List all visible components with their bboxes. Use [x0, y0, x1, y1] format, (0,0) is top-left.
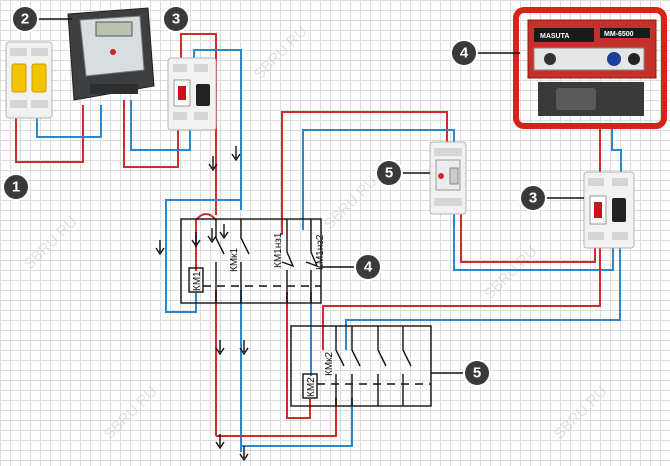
watermark-2: SBRU.RU — [321, 173, 381, 233]
wire-relay-nz1-phase — [281, 111, 448, 235]
km1-coil — [188, 267, 204, 293]
arrow-down-icon — [207, 228, 217, 244]
wire-breaker-meter-phase — [15, 105, 84, 163]
badge-3-right: 3 — [519, 184, 547, 212]
wire-relay-nz2-neutral — [302, 129, 455, 230]
wire-rcd-kmk2-phase — [322, 248, 601, 350]
circuit-breaker — [5, 41, 53, 119]
badge-4-mid-text: 4 — [364, 259, 373, 276]
km2-coil-label: КМ2 — [306, 377, 317, 397]
badge-5-bottom: 5 — [463, 359, 491, 387]
arrow-down-icon — [219, 224, 229, 240]
km1-frame — [180, 218, 322, 304]
wire-rcd-kmk2-neutral — [345, 248, 621, 350]
arrow-down-icon — [155, 240, 165, 256]
badge-5-top-text: 5 — [385, 165, 393, 182]
watermark-3: SBRU.RU — [481, 243, 541, 303]
badges: 1 2 3 4 5 3 4 5 — [2, 5, 547, 387]
leader-lines — [36, 18, 584, 374]
arrow-down-icon — [239, 446, 249, 462]
km2-contact-line-4 — [402, 326, 412, 406]
km2-coil — [302, 373, 318, 399]
rcd-left — [167, 57, 217, 131]
arrow-down-icon — [215, 340, 225, 356]
voltage-relay — [429, 141, 467, 215]
contactor-km2: КМ2 КМк2 — [290, 325, 432, 407]
wire-rcd-neutral-out — [193, 49, 242, 210]
badge-2-text: 2 — [21, 11, 29, 28]
badge-4-top-text: 4 — [460, 45, 469, 62]
km1-contact-line-1 — [215, 219, 225, 303]
arrow-down-icon — [191, 232, 201, 248]
badge-3-right-text: 3 — [529, 190, 537, 207]
current-arrows — [155, 146, 249, 462]
wire-km1-coil-neutral — [165, 199, 241, 313]
wire-rcd-relay-phase — [460, 214, 596, 263]
generator-brand: MASUTA — [540, 33, 569, 40]
badge-5-top: 5 — [375, 159, 403, 187]
wire-gen-rcd-neutral — [611, 128, 622, 172]
watermark-4: SBRU.RU — [101, 383, 161, 443]
km1-coil-label: КМ1 — [192, 271, 203, 291]
wire-meter-rcd-neutral — [130, 100, 191, 151]
km2-contact-kmk2-label: КМк2 — [324, 351, 335, 376]
arrow-down-icon — [215, 434, 225, 450]
km2-contact-line-1 — [335, 326, 345, 406]
generator: MASUTA MM-6500 — [513, 7, 667, 129]
arrow-down-icon — [239, 340, 249, 356]
badge-1-text: 1 — [12, 179, 20, 196]
km2-contact-line-3 — [377, 326, 387, 406]
km1-contact-line-2 — [240, 219, 250, 303]
arrow-down-icon — [208, 156, 218, 172]
wire-meter-rcd-phase — [123, 100, 179, 168]
badge-3-left: 3 — [162, 5, 190, 33]
wire-kmk2-phase-load — [216, 398, 337, 437]
km1-contact-line-3 — [281, 219, 295, 303]
wire-rcd-relay-neutral — [453, 214, 614, 271]
wire-breaker-meter-neutral — [36, 105, 102, 138]
generator-model: MM-6500 — [604, 31, 634, 38]
km1-contact-kmk1-label: КМк1 — [229, 247, 240, 272]
badge-1: 1 — [2, 173, 30, 201]
wire-nz1-km2-coil — [286, 292, 311, 419]
arrow-down-icon — [231, 146, 241, 162]
wire-km1-coil-phase — [195, 213, 217, 271]
badge-5-bottom-text: 5 — [473, 365, 481, 382]
wire-kmk2-neutral-load — [241, 398, 353, 447]
badge-4-mid: 4 — [354, 253, 382, 281]
km1-contact-nz2-label: КМ1нз2 — [315, 234, 326, 270]
contactor-km1: КМ1 КМк1 КМ1нз1 КМ1нз2 — [180, 218, 326, 304]
watermark-6: SBRU.RU — [251, 23, 311, 83]
badge-2: 2 — [11, 5, 39, 33]
badge-3-left-text: 3 — [172, 11, 180, 28]
km1-contact-line-4 — [305, 219, 319, 303]
km1-contact-nz1-label: КМ1нз1 — [273, 232, 284, 268]
badge-4-top: 4 — [450, 39, 478, 67]
km2-contact-line-2 — [351, 326, 361, 406]
km2-frame — [290, 325, 432, 407]
electricity-meter — [67, 7, 155, 101]
watermark-5: SBRU.RU — [551, 383, 611, 443]
watermark-1: SBRU.RU — [21, 213, 81, 273]
rcd-right — [583, 171, 635, 249]
